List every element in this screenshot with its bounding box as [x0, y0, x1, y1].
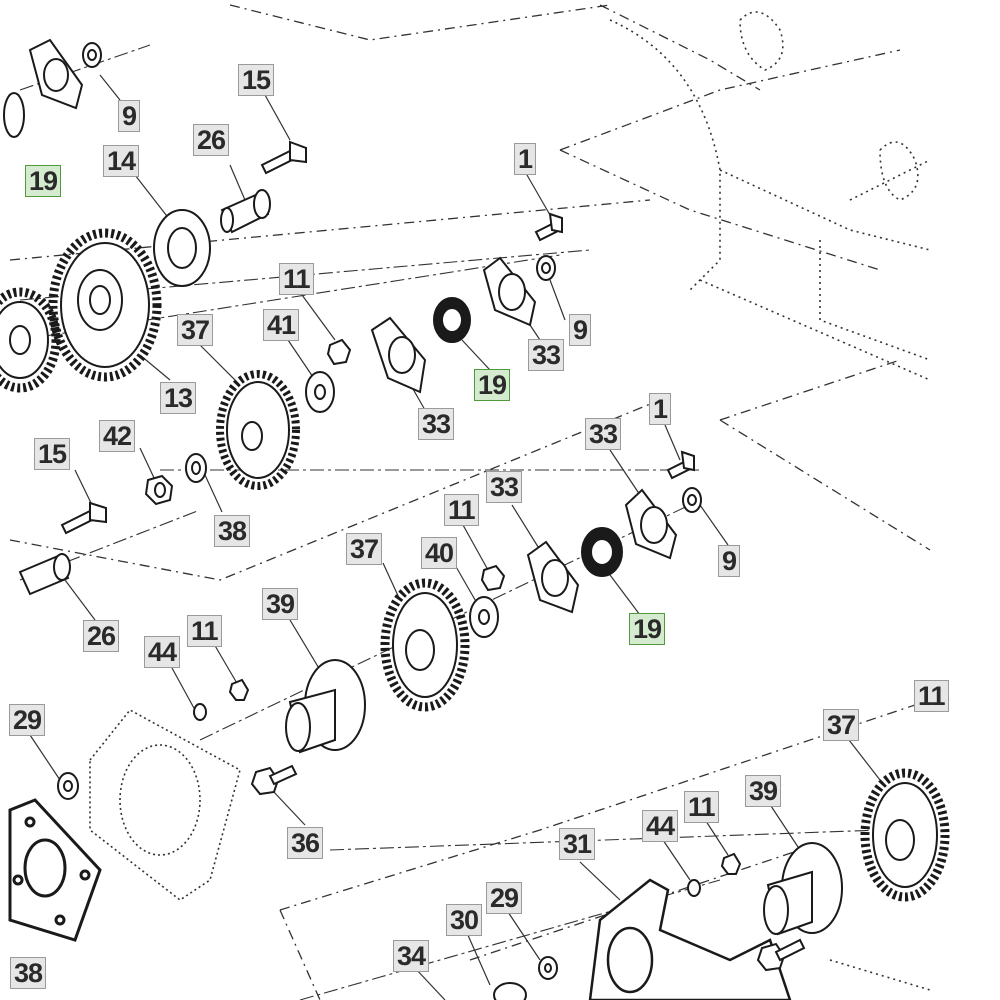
callout-39: 39	[262, 588, 299, 620]
washer-29-lower	[538, 956, 558, 980]
callout-11: 11	[444, 494, 479, 526]
callout-37: 37	[823, 709, 860, 741]
callout-11: 11	[187, 615, 222, 647]
callout-9: 9	[718, 545, 741, 577]
callout-44: 44	[642, 810, 679, 842]
callout-1: 1	[649, 393, 672, 425]
screw-1-upper	[534, 212, 563, 242]
sleeve-26-top	[220, 189, 271, 234]
housing-frame-outline	[9, 4, 931, 1000]
nut-42	[144, 474, 174, 506]
callout-19: 19	[474, 369, 511, 401]
washer-29-left	[57, 772, 79, 800]
flange-33-middle-right	[624, 488, 678, 560]
callout-9: 9	[118, 100, 141, 132]
bracket-31	[588, 878, 792, 1000]
washer-41	[305, 371, 335, 413]
callout-31: 31	[559, 828, 596, 860]
callout-11: 11	[279, 263, 314, 295]
callout-1: 1	[514, 143, 537, 175]
part-30-34-lower	[493, 982, 527, 1000]
flange-top-left	[28, 38, 84, 110]
bracket-plate-dotted	[89, 708, 241, 901]
callout-19: 19	[629, 613, 666, 645]
nut-11-upper	[326, 338, 352, 366]
callout-34: 34	[393, 940, 430, 972]
housing-dotted-outline	[609, 11, 931, 991]
callout-26: 26	[193, 124, 230, 156]
callout-11: 11	[914, 680, 949, 712]
callout-9: 9	[569, 314, 592, 346]
hub-39-lower	[763, 842, 843, 936]
gear-13	[48, 228, 162, 382]
bearing-19-top-left	[3, 92, 25, 138]
washer-38-upper	[185, 453, 207, 483]
screw-1-middle	[666, 450, 695, 480]
callout-37: 37	[346, 533, 383, 565]
sleeve-26-middle	[18, 553, 71, 596]
flange-33-upper-left	[370, 316, 427, 394]
callout-29: 29	[9, 704, 46, 736]
callout-33: 33	[486, 471, 523, 503]
callout-36: 36	[287, 827, 324, 859]
callout-11: 11	[684, 791, 719, 823]
bearing-19-middle	[581, 527, 623, 577]
callout-38: 38	[10, 957, 47, 989]
callout-14: 14	[103, 145, 140, 177]
callout-41: 41	[263, 309, 300, 341]
callout-26: 26	[83, 620, 120, 652]
gear-37-upper	[216, 370, 300, 490]
gear-37-middle	[380, 578, 470, 712]
callout-42: 42	[99, 420, 136, 452]
callout-38: 38	[214, 515, 251, 547]
callout-15: 15	[238, 64, 275, 96]
washer-9-top-left	[82, 42, 102, 68]
bolt-15-top	[260, 140, 307, 175]
washer-44-lower	[687, 879, 701, 897]
washer-44-middle	[193, 703, 207, 721]
gear-partial-left	[0, 287, 61, 393]
washer-9-upper-right	[536, 255, 556, 281]
callout-30: 30	[446, 904, 483, 936]
flange-33-upper-right	[482, 256, 537, 327]
bearing-19-upper	[433, 297, 471, 343]
bolt-15-middle	[60, 501, 107, 535]
callout-40: 40	[421, 537, 458, 569]
callout-29: 29	[486, 882, 523, 914]
callout-37: 37	[177, 314, 214, 346]
bolt-lower-right	[756, 938, 806, 972]
callout-19: 19	[25, 165, 62, 197]
mount-plate-38	[8, 798, 102, 942]
callout-39: 39	[745, 775, 782, 807]
callout-33: 33	[585, 418, 622, 450]
bolt-36	[250, 764, 298, 796]
callout-44: 44	[144, 636, 181, 668]
washer-9-middle	[682, 487, 702, 513]
callout-33: 33	[528, 339, 565, 371]
washer-40	[469, 596, 499, 638]
plate-14	[153, 209, 211, 287]
callout-33: 33	[418, 408, 455, 440]
nut-11-lower-left	[228, 678, 250, 701]
callout-13: 13	[160, 382, 197, 414]
hub-39-middle	[285, 659, 366, 754]
nut-11-middle	[480, 564, 506, 592]
nut-11-lower	[720, 852, 742, 875]
callout-15: 15	[34, 438, 71, 470]
gear-37-lower	[860, 768, 950, 902]
flange-33-middle-left	[526, 540, 580, 614]
